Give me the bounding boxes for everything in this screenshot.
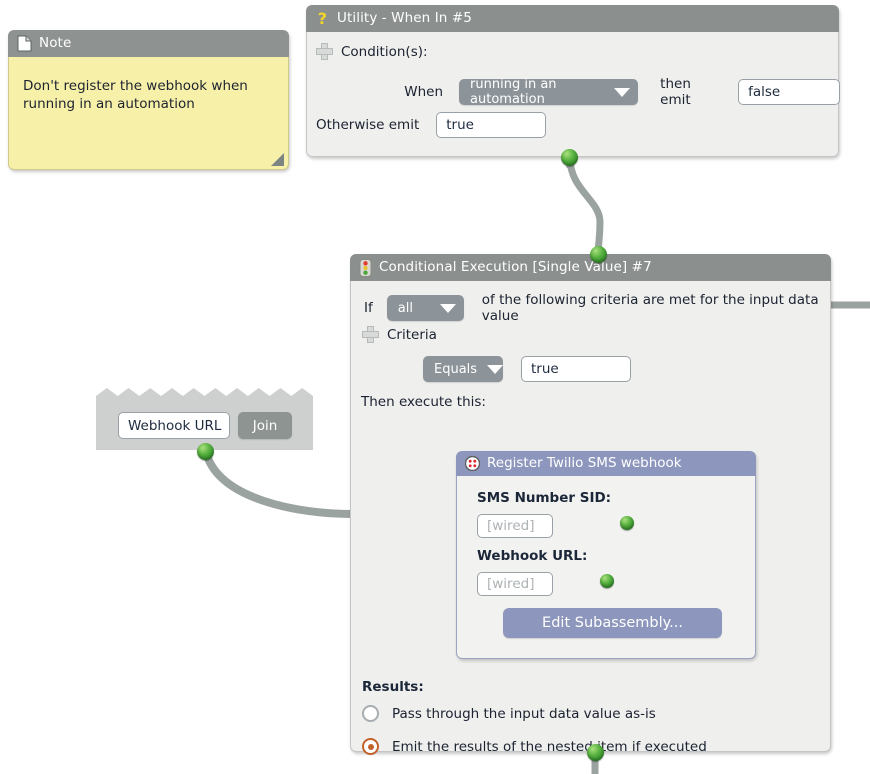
svg-text:?: ? bbox=[318, 10, 327, 27]
subassembly-body: SMS Number SID: [wired] Webhook URL: [wi… bbox=[456, 476, 756, 659]
webhook-url-input[interactable]: Webhook URL bbox=[118, 412, 230, 439]
join-output-port[interactable] bbox=[197, 443, 214, 460]
otherwise-label: Otherwise emit bbox=[316, 117, 420, 133]
then-emit-label: then emit bbox=[660, 76, 691, 108]
then-execute-row: Then execute this: bbox=[361, 394, 486, 410]
subassembly-webhook-url-input[interactable]: [wired] bbox=[477, 572, 553, 596]
wire-join-to-conditional bbox=[202, 448, 356, 518]
conditional-execution-node[interactable]: Conditional Execution [Single Value] #7 … bbox=[350, 246, 831, 761]
chevron-down-icon bbox=[614, 87, 631, 97]
question-mark-icon: ? bbox=[315, 10, 330, 27]
if-row: If all of the following criteria are met… bbox=[364, 292, 830, 324]
join-panel-body: Webhook URL Join bbox=[96, 401, 313, 450]
otherwise-emit-input[interactable]: true bbox=[436, 112, 547, 138]
result-option-emit-nested[interactable]: Emit the results of the nested item if e… bbox=[362, 738, 707, 755]
conditional-title: Conditional Execution [Single Value] #7 bbox=[379, 259, 652, 275]
emit-nested-label: Emit the results of the nested item if e… bbox=[392, 738, 707, 755]
add-condition-icon[interactable] bbox=[316, 43, 333, 60]
when-condition-dropdown[interactable]: running in an automation bbox=[459, 77, 639, 107]
conditional-output-port[interactable] bbox=[587, 744, 604, 761]
pass-through-label: Pass through the input data value as-is bbox=[392, 705, 656, 722]
sms-sid-label: SMS Number SID: bbox=[477, 490, 612, 506]
results-label: Results: bbox=[362, 679, 424, 695]
utility-body: Condition(s): When running in an automat… bbox=[306, 32, 840, 157]
utility-when-in-node[interactable]: ? Utility - When In #5 Condition(s): Whe… bbox=[306, 5, 840, 166]
note-header[interactable]: Note bbox=[8, 30, 289, 57]
conditions-label: Condition(s): bbox=[341, 43, 428, 60]
conditions-row: Condition(s): bbox=[316, 43, 428, 60]
document-icon bbox=[17, 35, 32, 52]
if-label: If bbox=[364, 300, 373, 316]
criteria-sentence: of the following criteria are met for th… bbox=[481, 292, 819, 324]
utility-header[interactable]: ? Utility - When In #5 bbox=[306, 5, 839, 32]
quantifier-dropdown[interactable]: all bbox=[386, 295, 464, 321]
operator-value: Equals bbox=[434, 361, 478, 377]
note-body[interactable]: Don't register the webhook when running … bbox=[8, 57, 289, 170]
edit-subassembly-button[interactable]: Edit Subassembly... bbox=[503, 608, 722, 638]
chevron-down-icon bbox=[487, 364, 504, 374]
otherwise-row: Otherwise emit true bbox=[316, 112, 547, 138]
subassembly-header[interactable]: Register Twilio SMS webhook bbox=[456, 451, 756, 476]
resize-grip[interactable] bbox=[271, 153, 284, 166]
criteria-row: Criteria bbox=[362, 326, 437, 343]
radio-pass-through[interactable] bbox=[362, 705, 379, 722]
webhook-url-label: Webhook URL: bbox=[477, 548, 588, 564]
quantifier-value: all bbox=[397, 300, 413, 316]
subassembly-webhook-url-output-port[interactable] bbox=[600, 574, 614, 588]
when-row: When running in an automation then emit … bbox=[379, 76, 840, 108]
subassembly-title: Register Twilio SMS webhook bbox=[487, 455, 682, 471]
when-label: When bbox=[404, 84, 444, 100]
then-execute-label: Then execute this: bbox=[361, 394, 486, 410]
twilio-icon bbox=[465, 456, 480, 471]
criterion-row: Equals true bbox=[423, 356, 631, 382]
when-condition-value: running in an automation bbox=[470, 77, 557, 107]
utility-title: Utility - When In #5 bbox=[337, 10, 472, 26]
then-emit-input[interactable]: false bbox=[738, 79, 840, 105]
results-row: Results: bbox=[362, 679, 424, 695]
result-option-pass-through[interactable]: Pass through the input data value as-is bbox=[362, 705, 656, 722]
chevron-down-icon bbox=[439, 303, 456, 313]
sms-sid-output-port[interactable] bbox=[620, 516, 634, 530]
add-criteria-icon[interactable] bbox=[362, 326, 379, 343]
radio-emit-nested[interactable] bbox=[362, 738, 379, 755]
note-text: Don't register the webhook when running … bbox=[23, 78, 248, 112]
operator-dropdown[interactable]: Equals bbox=[423, 356, 504, 382]
join-panel[interactable]: Webhook URL Join bbox=[96, 388, 313, 460]
torn-edge bbox=[96, 388, 313, 402]
utility-output-port[interactable] bbox=[561, 149, 578, 166]
traffic-light-icon bbox=[359, 258, 372, 277]
criteria-label: Criteria bbox=[387, 326, 437, 343]
note-node[interactable]: Note Don't register the webhook when run… bbox=[8, 30, 289, 170]
conditional-input-port[interactable] bbox=[590, 246, 607, 263]
note-title: Note bbox=[39, 35, 72, 51]
operand-input[interactable]: true bbox=[521, 356, 631, 382]
conditional-body: If all of the following criteria are met… bbox=[350, 281, 831, 755]
conditional-header[interactable]: Conditional Execution [Single Value] #7 bbox=[350, 254, 831, 281]
wire-utility-to-conditional bbox=[566, 154, 604, 260]
sms-sid-input[interactable]: [wired] bbox=[477, 514, 553, 538]
join-button[interactable]: Join bbox=[238, 412, 292, 439]
subassembly-node[interactable]: Register Twilio SMS webhook SMS Number S… bbox=[456, 451, 756, 659]
